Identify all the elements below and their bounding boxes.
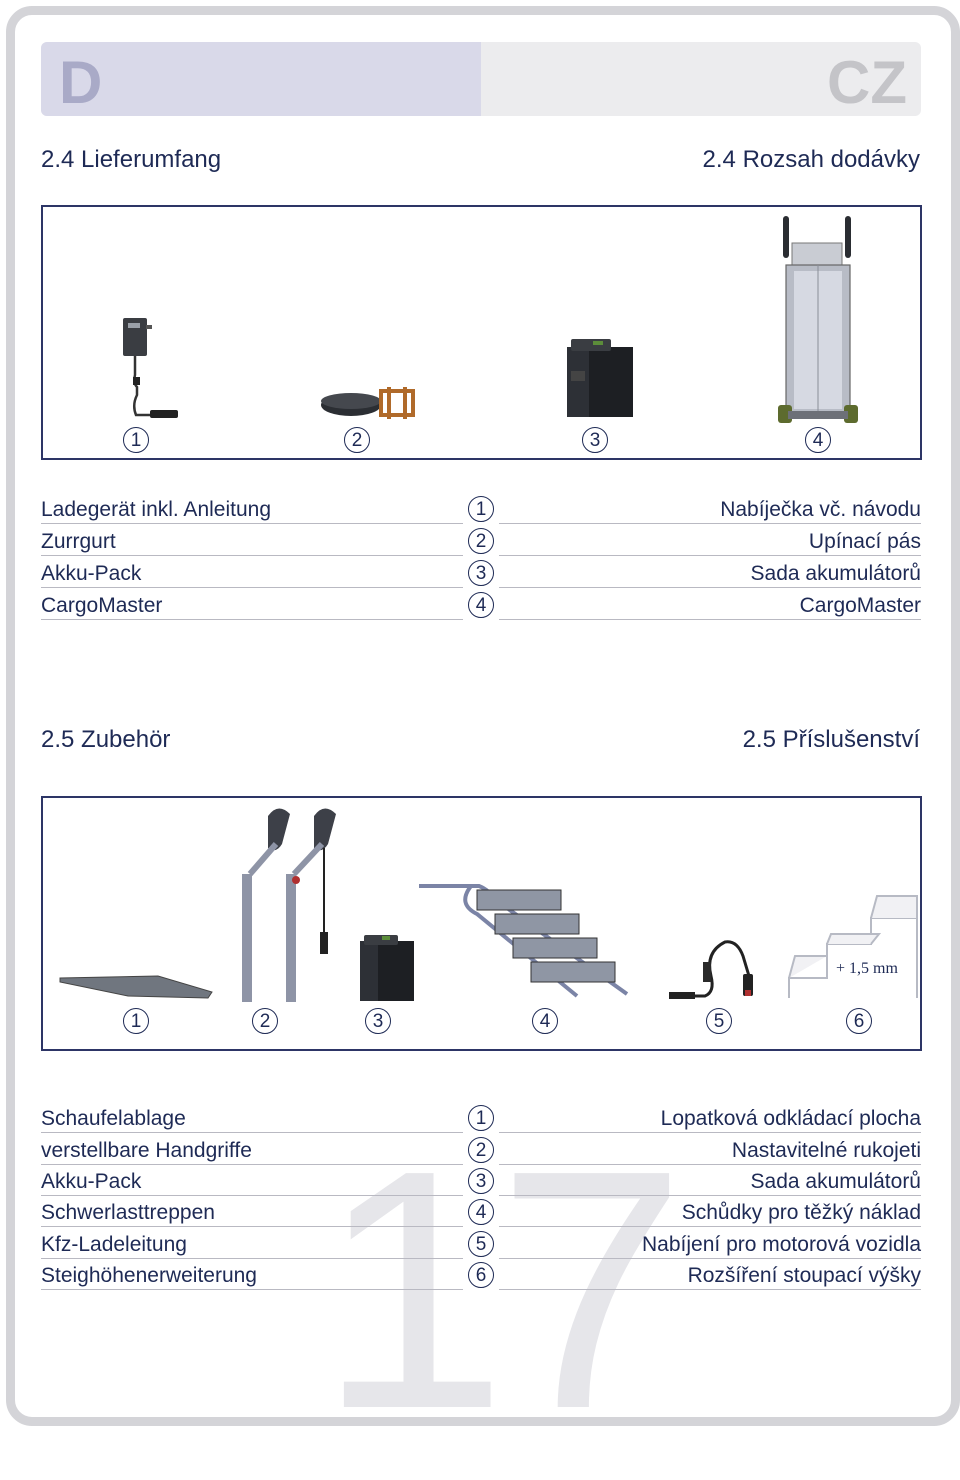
battery-pack-illustration (360, 935, 414, 1001)
item-label-de: Akku-Pack (41, 562, 142, 585)
cargomaster-illustration (778, 216, 858, 423)
battery-pack-illustration (567, 339, 633, 417)
item-number: 6 (468, 1262, 494, 1288)
figure-number: 2 (344, 427, 370, 453)
page-number: 17 (318, 1100, 686, 1480)
delivery-figure-panel: 1 2 3 4 (41, 205, 922, 460)
item-label-cz: Rozšíření stoupací výšky (687, 1264, 921, 1287)
list-item: Schaufelablage 1 Lopatková odkládací plo… (41, 1103, 921, 1135)
charger-illustration (123, 318, 178, 418)
section-title-delivery-de: 2.4 Lieferumfang (41, 146, 222, 173)
item-number: 3 (468, 1168, 494, 1194)
shovel-tray-illustration (59, 975, 213, 999)
list-item: CargoMaster 4 CargoMaster (41, 590, 921, 622)
item-label-cz: Nabíjení pro motorová vozidla (642, 1233, 921, 1256)
item-label-de: Schwerlasttreppen (41, 1201, 215, 1224)
item-label-de: Zurrgurt (41, 530, 116, 553)
language-code-de: D (59, 49, 103, 116)
list-item: Schwerlasttreppen 4 Schůdky pro těžký ná… (41, 1197, 921, 1229)
item-number: 1 (468, 496, 494, 522)
item-label-cz: Sada akumulátorů (750, 1170, 921, 1193)
item-label-cz: CargoMaster (799, 594, 921, 617)
item-label-de: CargoMaster (41, 594, 163, 617)
figure-number: 4 (532, 1008, 558, 1034)
section-title-accessories-cz: 2.5 Příslušenství (742, 726, 920, 753)
page-frame (6, 6, 960, 1426)
item-number: 2 (468, 528, 494, 554)
lashing-strap-illustration (321, 387, 415, 419)
figure-number: 1 (123, 427, 149, 453)
figure-number: 5 (706, 1008, 732, 1034)
list-item: Akku-Pack 3 Sada akumulátorů (41, 558, 921, 590)
step-extension-illustration (788, 895, 918, 998)
section-title-delivery-cz: 2.4 Rozsah dodávky (702, 146, 920, 173)
item-number: 3 (468, 560, 494, 586)
item-label-de: verstellbare Handgriffe (41, 1139, 252, 1162)
item-label-cz: Nabíječka vč. návodu (720, 498, 921, 521)
list-item: verstellbare Handgriffe 2 Nastavitelné r… (41, 1135, 921, 1167)
language-header: D CZ (41, 42, 921, 116)
section-title-accessories-de: 2.5 Zubehör (41, 726, 171, 753)
item-label-cz: Nastavitelné rukojeti (731, 1139, 921, 1162)
figure-number: 1 (123, 1008, 149, 1034)
item-label-de: Schaufelablage (41, 1107, 186, 1130)
item-label-de: Akku-Pack (41, 1170, 142, 1193)
step-height-annotation: + 1,5 mm (836, 960, 898, 977)
item-label-de: Steighöhenerweiterung (41, 1264, 257, 1287)
list-item: Zurrgurt 2 Upínací pás (41, 526, 921, 558)
heavy-load-stairs-illustration (419, 884, 629, 998)
item-label-cz: Sada akumulátorů (750, 562, 921, 585)
list-item: Ladegerät inkl. Anleitung 1 Nabíječka vč… (41, 494, 921, 526)
language-code-cz: CZ (827, 49, 907, 116)
item-number: 1 (468, 1105, 494, 1131)
item-label-cz: Upínací pás (808, 530, 921, 553)
item-label-de: Kfz-Ladeleitung (41, 1233, 187, 1256)
list-item: Akku-Pack 3 Sada akumulátorů (41, 1166, 921, 1198)
figure-number: 2 (252, 1008, 278, 1034)
item-label-cz: Schůdky pro těžký náklad (681, 1201, 921, 1224)
item-label-de: Ladegerät inkl. Anleitung (41, 498, 272, 521)
accessories-figure-panel: + 1,5 mm 1 2 3 4 5 6 (41, 796, 922, 1051)
item-number: 5 (468, 1231, 494, 1257)
figure-number: 6 (846, 1008, 872, 1034)
language-header-left (41, 42, 481, 116)
item-number: 4 (468, 592, 494, 618)
list-item: Kfz-Ladeleitung 5 Nabíjení pro motorová … (41, 1229, 921, 1261)
item-number: 4 (468, 1199, 494, 1225)
adjustable-handles-illustration (242, 808, 336, 1002)
item-number: 2 (468, 1137, 494, 1163)
list-item: Steighöhenerweiterung 6 Rozšíření stoupa… (41, 1260, 921, 1292)
figure-number: 3 (582, 427, 608, 453)
figure-number: 3 (365, 1008, 391, 1034)
figure-number: 4 (805, 427, 831, 453)
item-label-cz: Lopatková odkládací plocha (660, 1107, 921, 1130)
car-charging-cable-illustration (669, 940, 753, 999)
